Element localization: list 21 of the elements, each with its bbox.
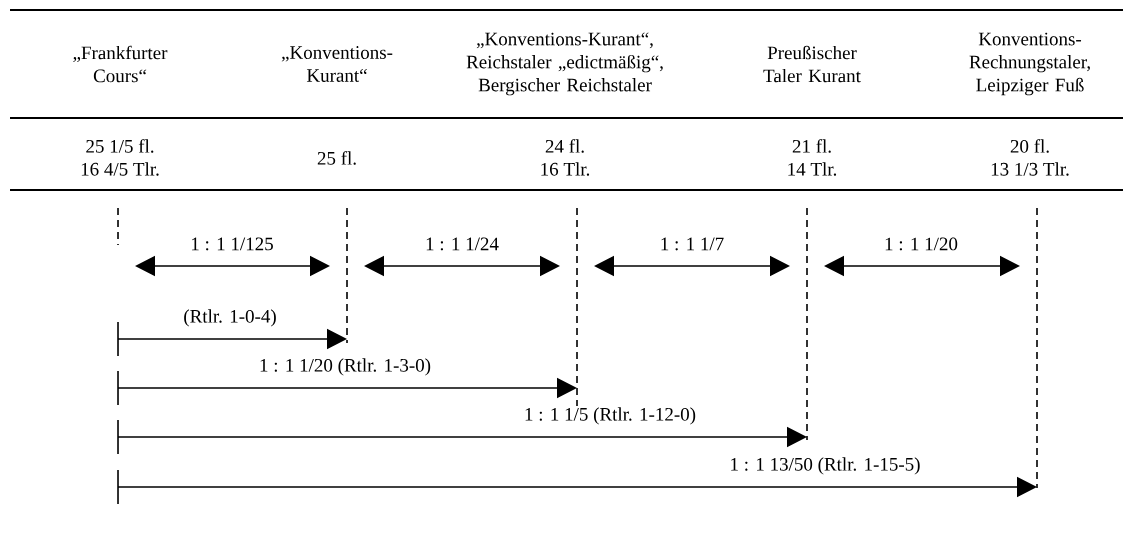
column-heading: „Konventions-Kurant“, Reichstaler „edictmäßig“, Bergischer Reichstaler	[466, 32, 663, 96]
edge-label: 1 : 1 1/125	[189, 236, 276, 252]
guide-line	[117, 207, 119, 505]
edge-label: 1 : 1 1/20	[882, 236, 960, 252]
column-heading: Konventions-Rechnungstaler, Leipziger Fuß	[969, 32, 1090, 96]
guide-line	[1036, 207, 1038, 489]
rate-value: 16 4/5 Tlr.	[81, 162, 159, 176]
column-heading: „Frankfurter Cours“	[73, 45, 168, 83]
edge-label: 1 : 1 1/20 (Rtlr. 1-3-0)	[257, 357, 433, 377]
rate-value: 13 1/3 Tlr.	[991, 162, 1069, 176]
edge-label: 1 : 1 13/50 (Rtlr. 1-15-5)	[728, 456, 922, 476]
edge-label: 1 : 1 1/5 (Rtlr. 1-12-0)	[522, 406, 698, 426]
edge-label: (Rtlr. 1-0-4)	[181, 308, 279, 328]
column-heading: „Konventions-Kurant“	[281, 46, 393, 82]
edge-label: 1 : 1 1/7	[658, 236, 726, 252]
column-heading: Preußischer Taler Kurant	[763, 45, 861, 83]
rate-value: 16 Tlr.	[541, 162, 590, 176]
guide-line	[806, 207, 808, 441]
rate-value: 14 Tlr.	[788, 162, 837, 176]
edge-label: 1 : 1 1/24	[423, 236, 501, 252]
guide-line	[346, 207, 348, 344]
